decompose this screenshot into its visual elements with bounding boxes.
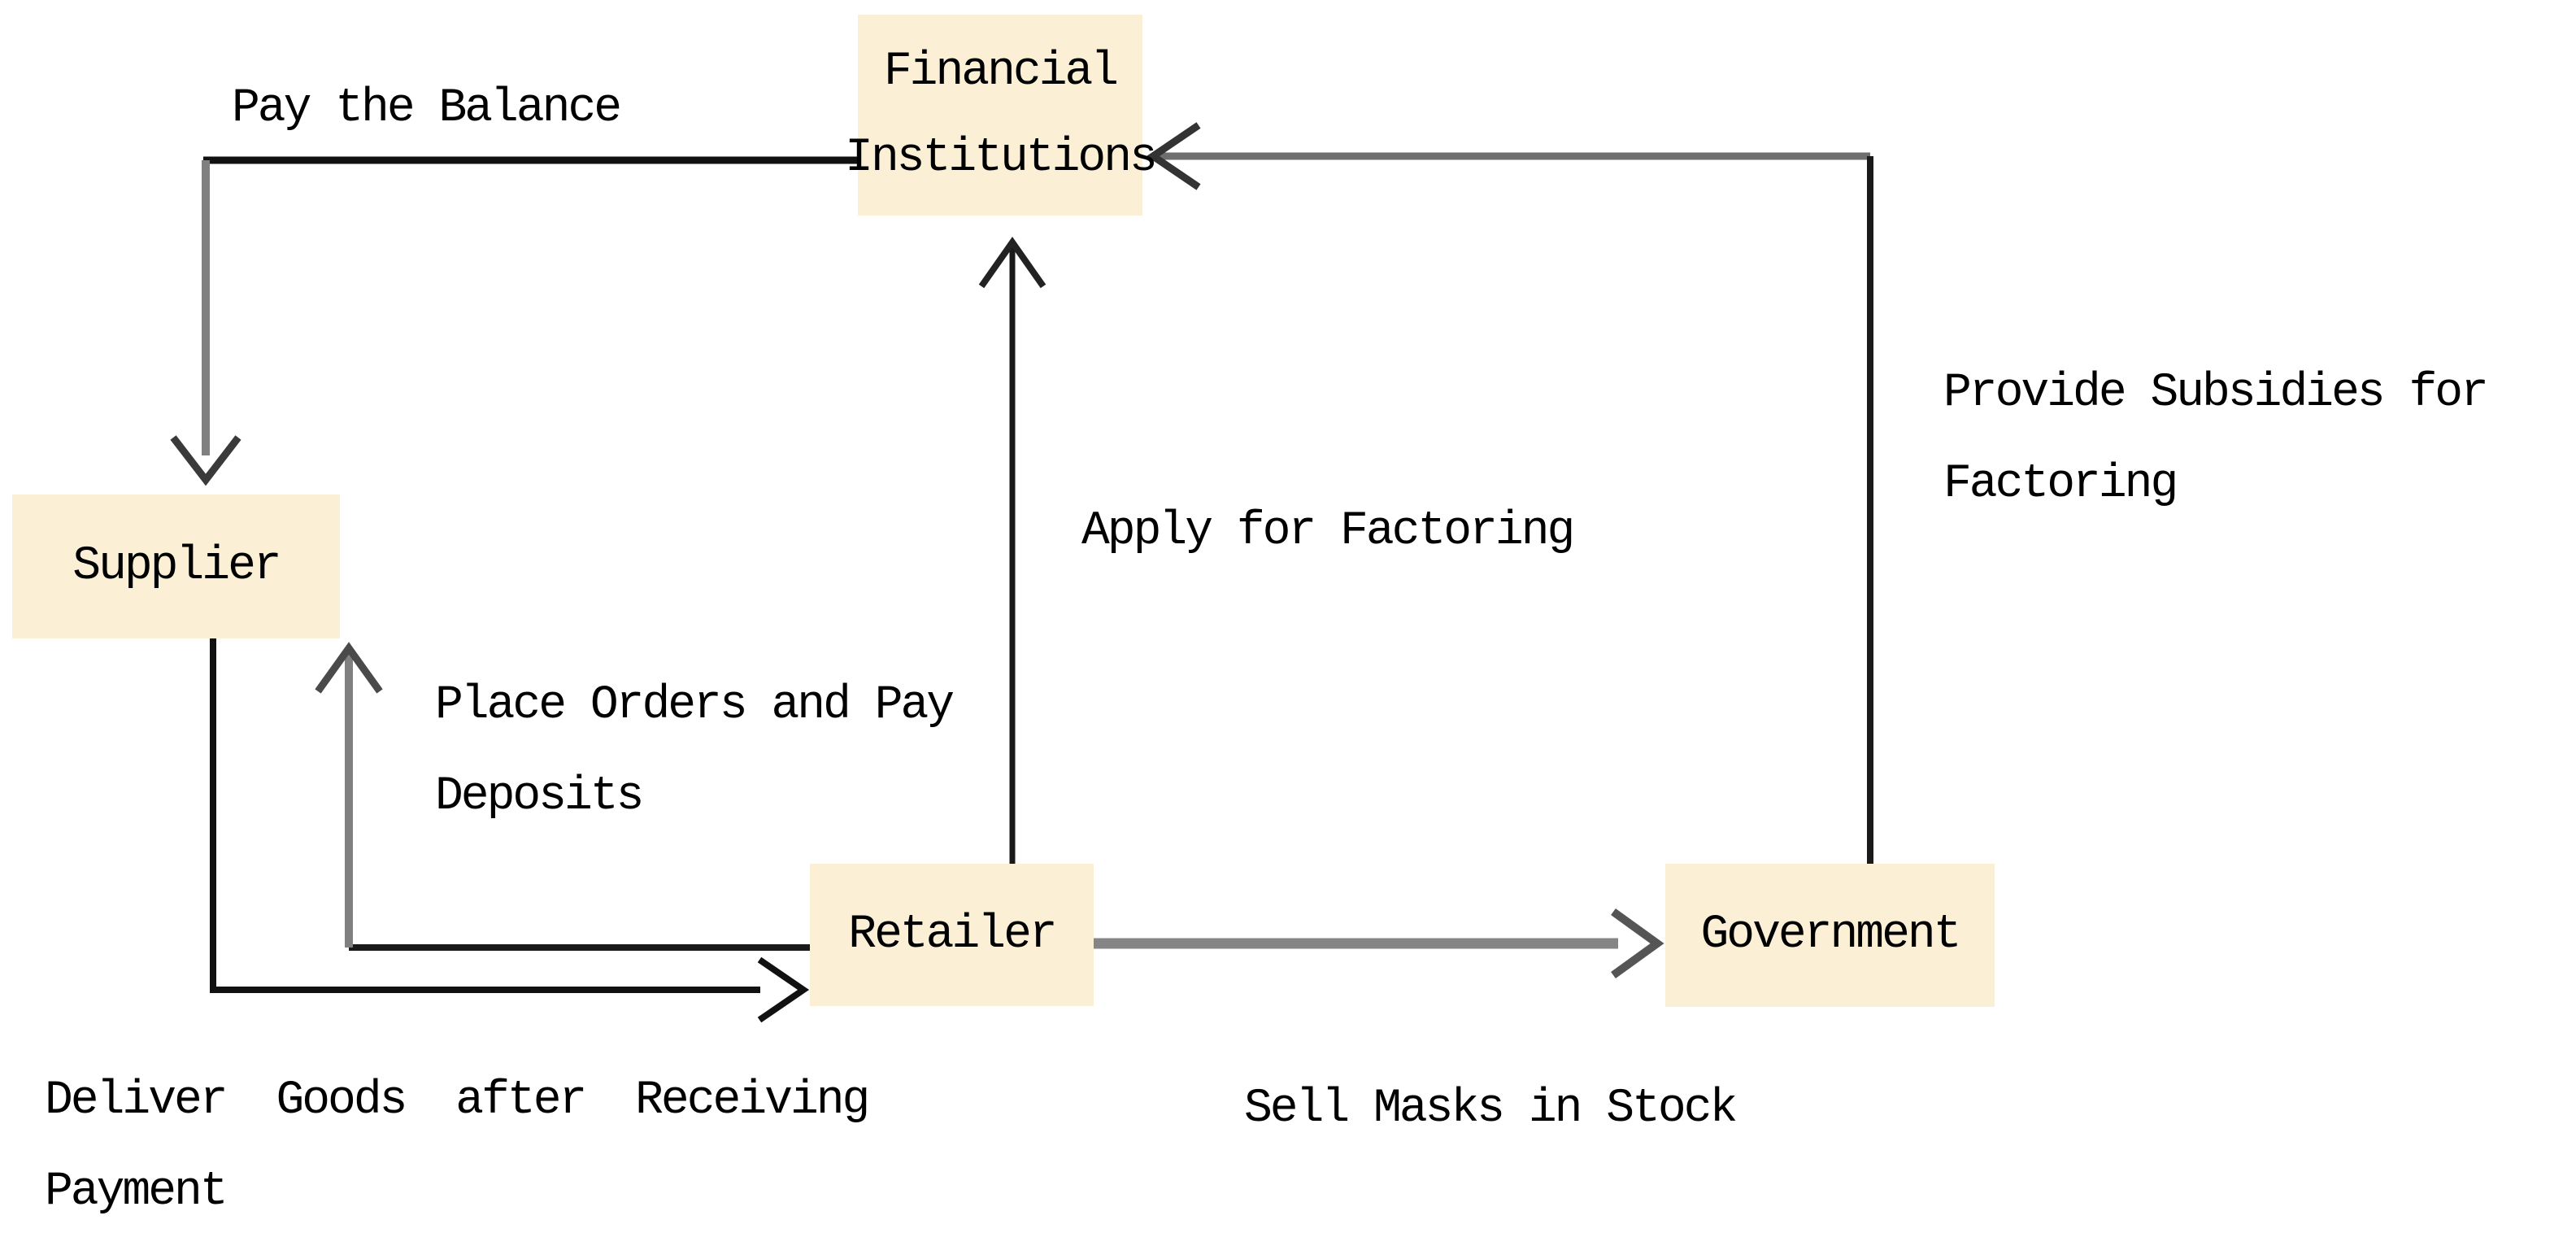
- edge-sell-masks-line: [1094, 908, 1664, 979]
- arrowhead-right-gray-icon: [1611, 908, 1664, 979]
- edge-label-provide-subsidies: Provide Subsidies for Factoring: [1943, 348, 2489, 530]
- arrowhead-up-icon: [978, 237, 1046, 289]
- node-government: Government: [1665, 864, 1995, 1007]
- arrowhead-left-icon: [1146, 122, 1201, 190]
- edge-label-pay-balance: Pay the Balance: [232, 82, 622, 135]
- edge-deliver-goods-line: [210, 638, 810, 1023]
- node-label: Supplier: [72, 539, 281, 593]
- node-retailer: Retailer: [810, 864, 1094, 1006]
- edge-apply-factoring-line: [978, 237, 1046, 864]
- node-label: Financial: [883, 45, 1119, 98]
- node-label: Retailer: [848, 908, 1057, 961]
- arrowhead-down-icon: [170, 435, 242, 486]
- edge-label-apply-factoring: Apply for Factoring: [1081, 505, 1575, 558]
- arrowhead-up-gray-icon: [315, 642, 383, 694]
- edge-label-line: Payment: [45, 1165, 228, 1218]
- edge-label-line: Factoring: [1943, 458, 2178, 511]
- node-label: Government: [1700, 908, 1961, 961]
- arrowhead-right-icon: [757, 956, 810, 1023]
- edge-pay-balance-line: [170, 156, 858, 486]
- edge-label-line: Provide Subsidies for: [1943, 367, 2489, 420]
- edge-label-place-orders: Place Orders and Pay Deposits: [435, 660, 955, 843]
- node-label: Institutions: [845, 131, 1158, 185]
- node-financial-institutions: Financial Institutions: [845, 15, 1158, 216]
- edge-label-deliver-goods: Deliver Goods after Receiving Payment: [45, 1056, 870, 1238]
- edge-place-orders-line: [315, 642, 810, 951]
- edge-label-sell-masks: Sell Masks in Stock: [1244, 1083, 1738, 1135]
- edge-label-line: Place Orders and Pay: [435, 679, 955, 732]
- edge-label-line: Deposits: [435, 770, 644, 823]
- edge-label-line: Deliver Goods after Receiving: [45, 1074, 870, 1127]
- edge-provide-subsidies-line: [1146, 122, 1873, 864]
- node-supplier: Supplier: [12, 494, 340, 638]
